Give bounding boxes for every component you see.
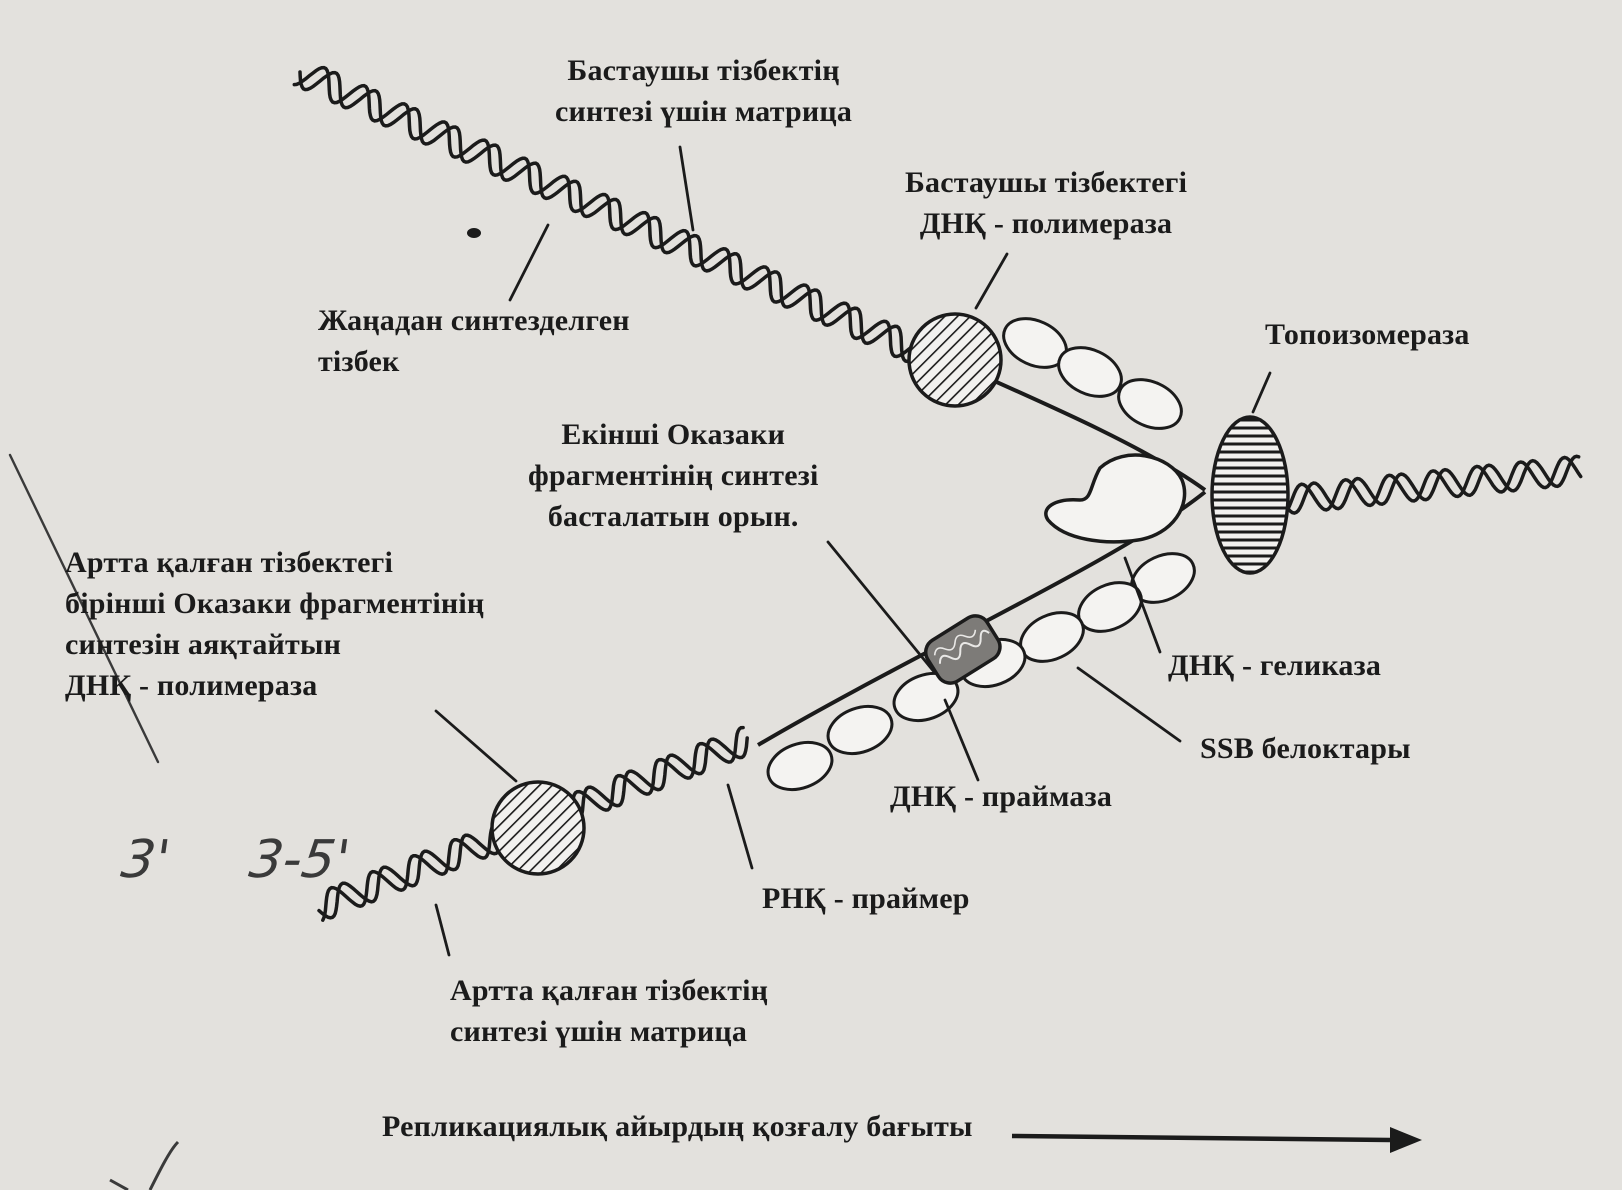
pencil-checkmark — [110, 1142, 178, 1190]
parent-duplex-helix-b — [1286, 458, 1581, 512]
label-second-okazaki-site: Екінші Оказаки фрагментінің синтезі баст… — [528, 414, 819, 537]
leader-topoisomerase — [1253, 373, 1270, 412]
leading-polymerase-circle — [909, 314, 1001, 406]
label-leading-template: Бастаушы тізбектің синтезі үшін матрица — [555, 50, 852, 132]
label-fork-direction: Репликациялық айырдың қозғалу бағыты — [382, 1106, 973, 1147]
leader-rna-primer — [728, 785, 752, 868]
leader-second-okazaki — [828, 542, 935, 673]
label-new-strand: Жаңадан синтезделген тізбек — [318, 300, 630, 382]
leader-new-strand — [510, 225, 548, 300]
label-leading-polymerase: Бастаушы тізбектегі ДНҚ - полимераза — [905, 162, 1187, 244]
parent-duplex-helix-a — [1286, 456, 1579, 513]
dna-helicase-shape — [1046, 455, 1185, 542]
label-primase: ДНҚ - праймаза — [890, 776, 1112, 817]
ssb-protein — [761, 734, 838, 798]
leader-primase — [945, 700, 978, 780]
label-ssb-proteins: SSB белоктары — [1200, 728, 1411, 769]
label-helicase: ДНҚ - геликаза — [1168, 645, 1381, 686]
leader-leading-polymerase — [976, 254, 1007, 308]
handwritten-mark: 3-5' — [246, 830, 354, 890]
label-rna-primer: РНҚ - праймер — [762, 878, 970, 919]
leader-ssb — [1078, 668, 1180, 741]
label-topoisomerase: Топоизомераза — [1265, 314, 1470, 355]
leader-leading-template — [680, 147, 693, 230]
leader-lagging-template — [436, 905, 449, 955]
fork-direction-arrow — [1012, 1127, 1422, 1153]
label-lagging-template: Артта қалған тізбектің синтезі үшін матр… — [450, 970, 768, 1052]
handwritten-mark: 3' — [118, 830, 174, 890]
label-lagging-polymerase: Артта қалған тізбектегі бірінші Оказаки … — [65, 542, 484, 706]
topoisomerase-ellipse — [1212, 417, 1288, 573]
ink-dot — [467, 228, 481, 238]
lagging-polymerase-circle — [492, 782, 584, 874]
leader-lagging-polymerase — [436, 711, 516, 781]
ssb-protein — [821, 698, 898, 762]
